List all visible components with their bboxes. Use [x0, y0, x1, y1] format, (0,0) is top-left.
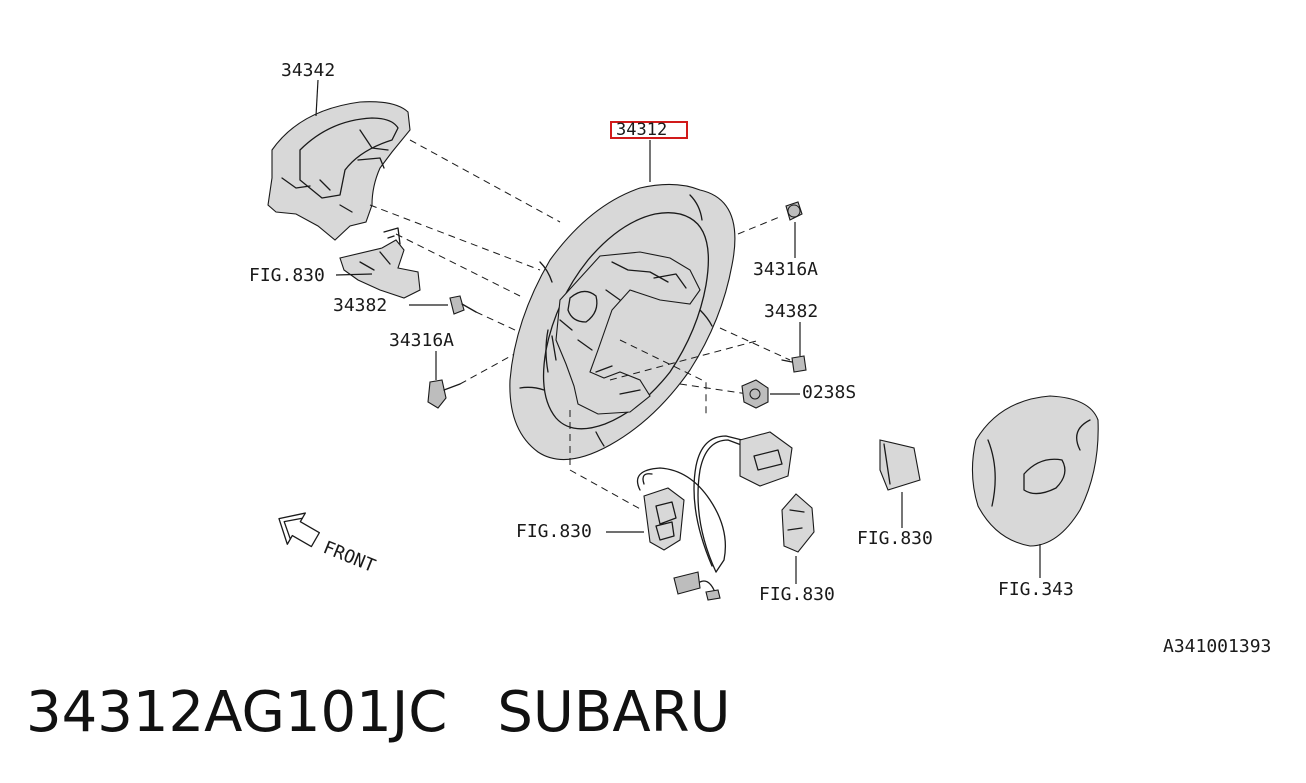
screw-left-part[interactable]	[449, 295, 477, 315]
trim-piece-part[interactable]	[879, 439, 921, 491]
callout-34316a-left: 34316A	[389, 330, 454, 351]
leader-fig830-bracket	[335, 273, 373, 276]
switch-harness-part[interactable]	[636, 435, 745, 601]
guide-line	[369, 204, 541, 271]
airbag-module-part[interactable]	[971, 395, 1099, 547]
callout-34342: 34342	[281, 60, 335, 81]
diagram-code: A341001393	[1163, 636, 1271, 657]
callout-fig343: FIG.343	[998, 579, 1074, 600]
column-cover-part[interactable]	[267, 101, 411, 241]
guide-line	[569, 410, 643, 511]
switch-right-part[interactable]	[739, 431, 793, 487]
steering-wheel-part[interactable]	[509, 183, 736, 461]
callout-34382-right: 34382	[764, 301, 818, 322]
callout-fig830-small: FIG.830	[759, 584, 835, 605]
screw-right-part[interactable]	[781, 355, 807, 373]
part-number: 34312AG101JC	[26, 680, 448, 745]
bolt-right-part[interactable]	[785, 201, 803, 221]
small-cover-part[interactable]	[781, 493, 815, 553]
guide-line	[719, 327, 791, 361]
bolt-left-part[interactable]	[427, 379, 461, 409]
highlight-box-34312	[610, 121, 688, 139]
callout-fig830-right: FIG.830	[857, 528, 933, 549]
guide-line	[609, 339, 761, 381]
guide-line	[679, 383, 749, 395]
footer-caption: 34312AG101JC SUBARU	[26, 680, 731, 745]
brand-name: SUBARU	[497, 680, 731, 745]
nut-part[interactable]	[741, 379, 769, 409]
callout-34382-left: 34382	[333, 295, 387, 316]
front-arrow-label: FRONT	[320, 537, 378, 577]
left-bracket-part[interactable]	[339, 227, 421, 299]
callout-34312: 34312	[616, 120, 667, 140]
callout-fig830-bracket: FIG.830	[249, 265, 325, 286]
callout-0238s: 0238S	[802, 382, 856, 403]
guide-line	[409, 139, 561, 223]
callout-fig830-switch-left: FIG.830	[516, 521, 592, 542]
guide-line	[737, 215, 783, 235]
leader-34342	[315, 79, 319, 117]
callout-34316a-right: 34316A	[753, 259, 818, 280]
front-arrow-icon	[278, 512, 321, 548]
